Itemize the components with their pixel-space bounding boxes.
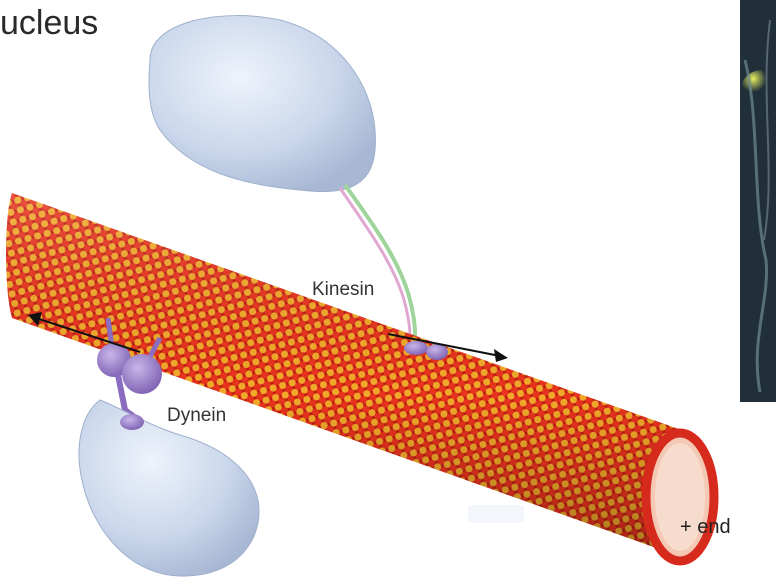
title-fragment: ucleus: [0, 4, 98, 43]
dynein-label: Dynein: [167, 405, 226, 427]
plus-end-label: + end: [680, 516, 731, 539]
kinesin-label: Kinesin: [312, 279, 374, 301]
microscopy-inset-image: [740, 0, 776, 402]
watermark-logo: [468, 505, 524, 523]
kinesin-cargo-vesicle: [149, 16, 375, 192]
